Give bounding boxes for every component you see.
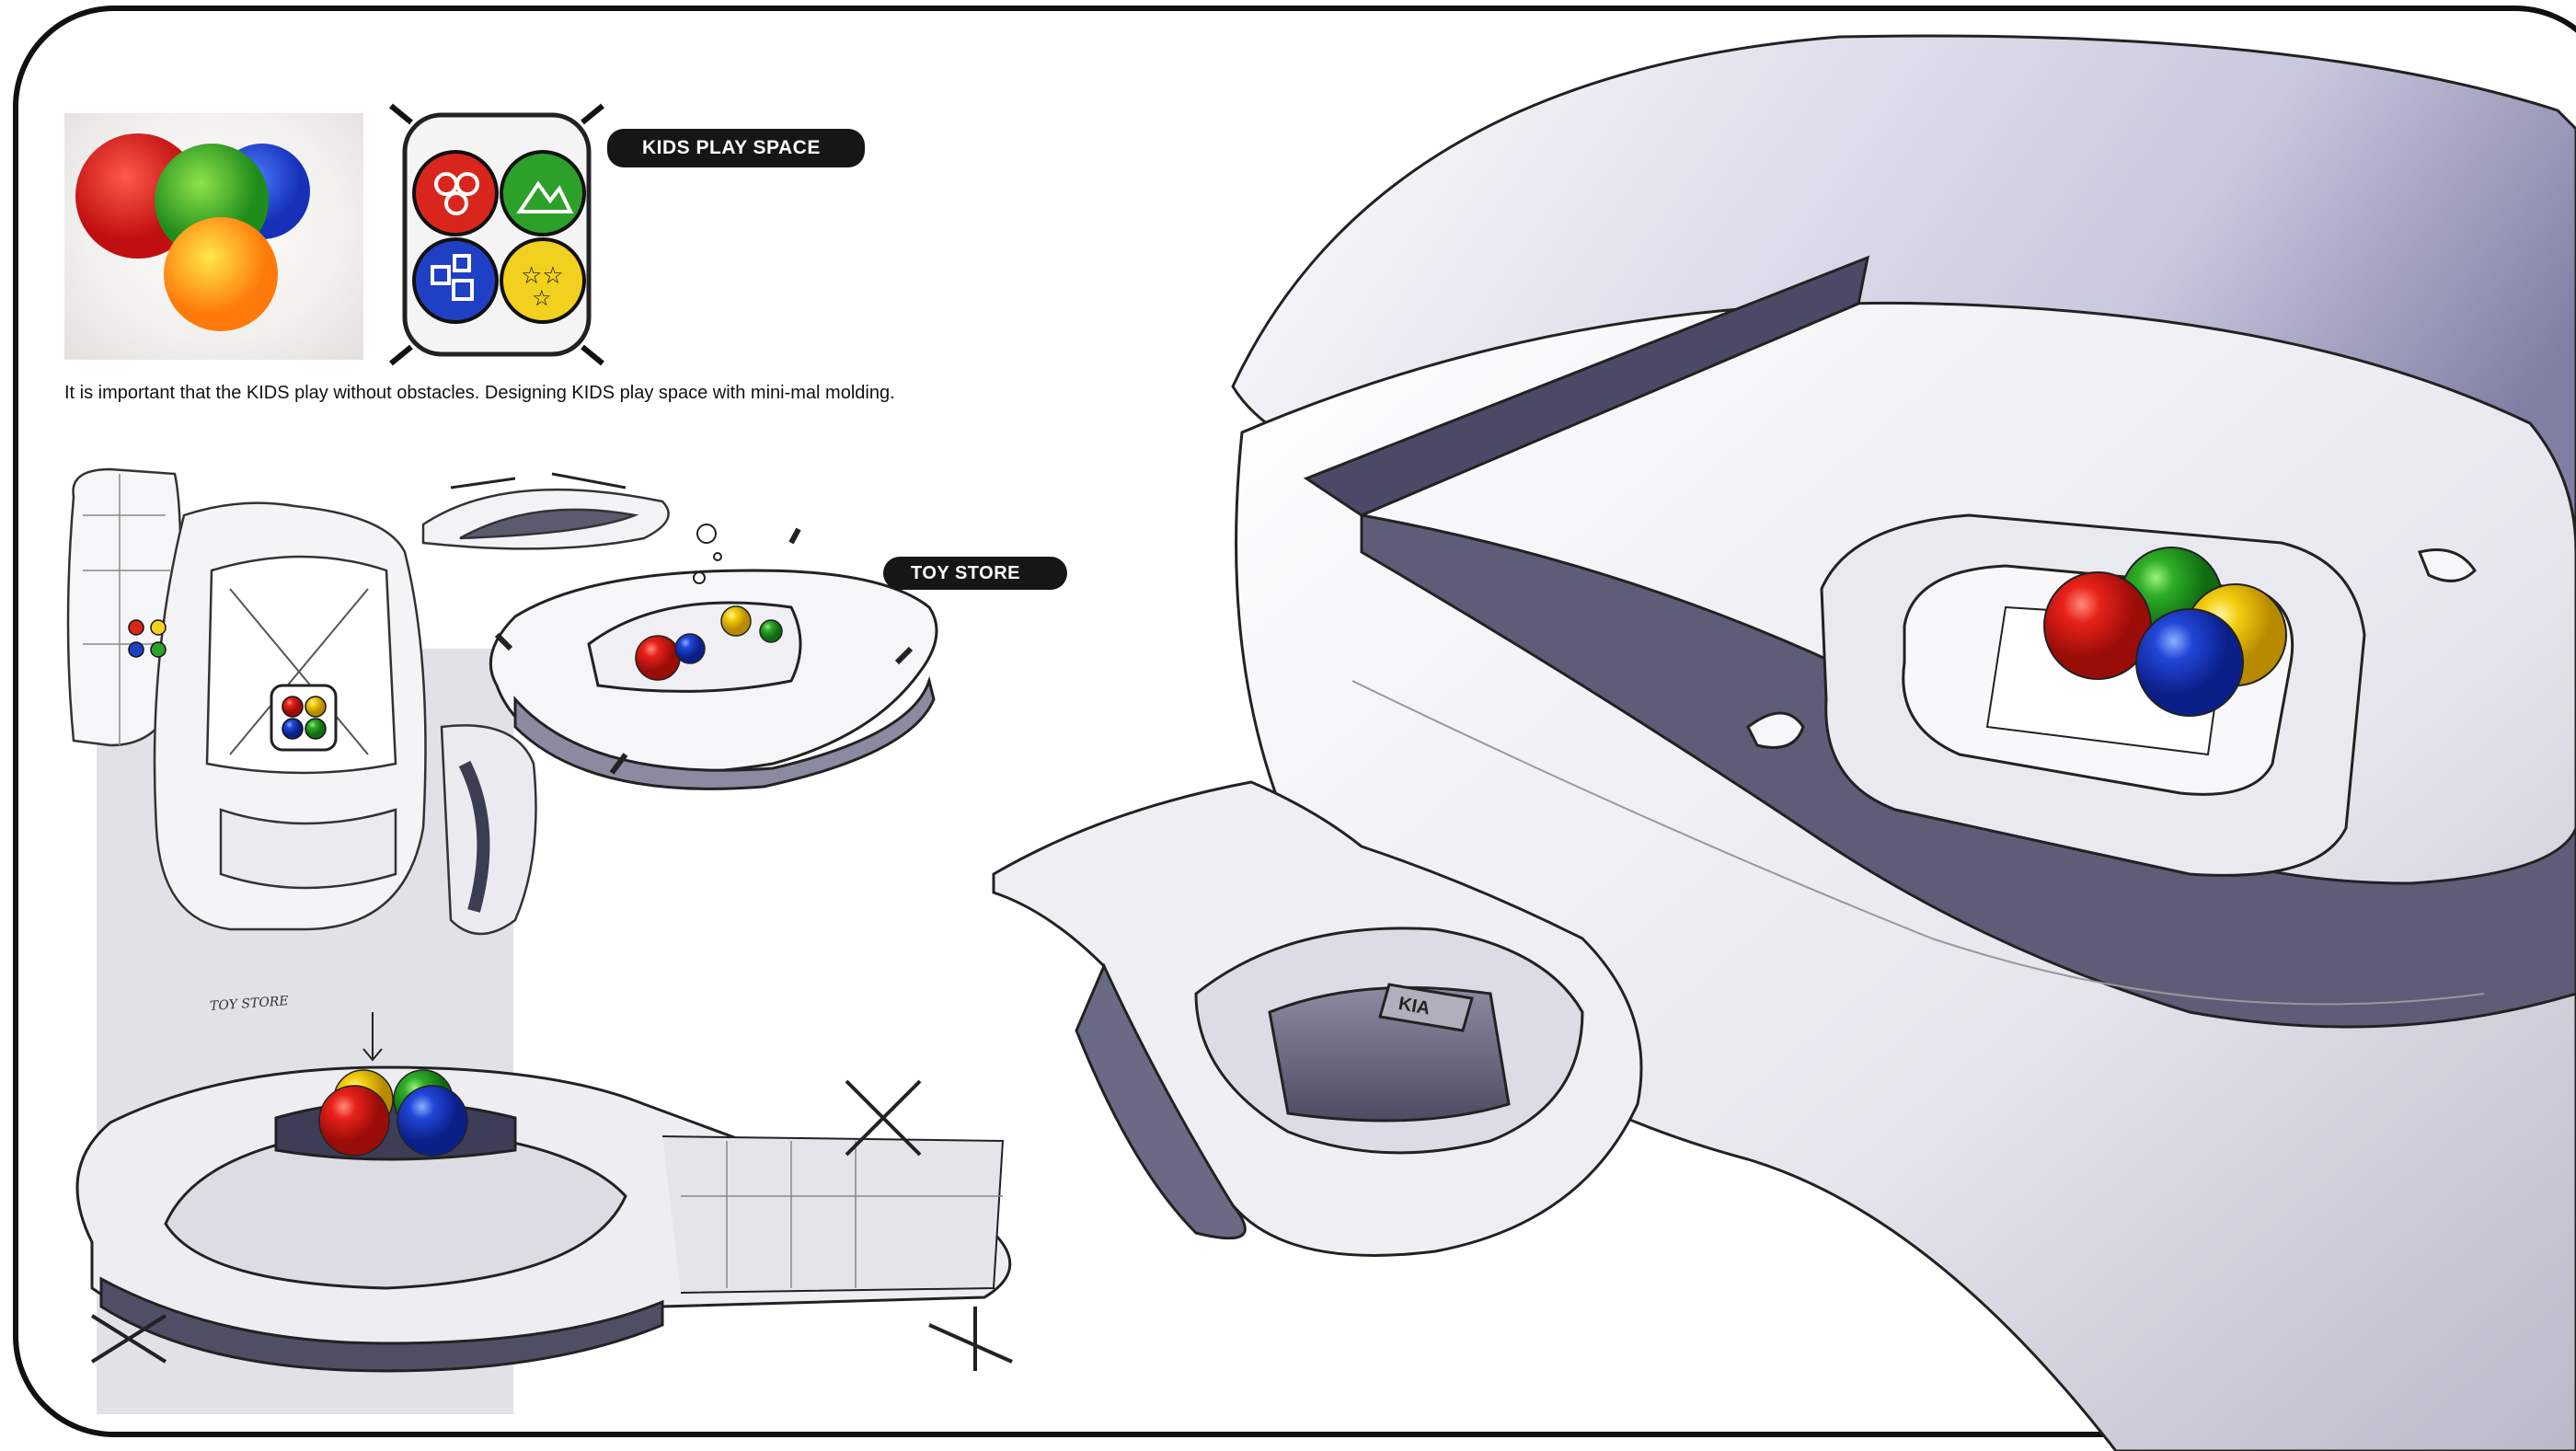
design-caption: It is important that the KIDS play witho…	[64, 383, 895, 403]
page-frame	[13, 6, 2576, 1437]
icon-board: ☆☆ ☆	[389, 103, 604, 366]
svg-text:☆☆: ☆☆	[521, 262, 564, 290]
fluffy-balls-photo	[64, 113, 363, 360]
toy-store-tray-sketch	[489, 524, 938, 790]
svg-text:☆: ☆	[532, 285, 552, 311]
toy-store-label: TOY STORE	[883, 557, 1067, 590]
lid-sketch	[421, 472, 670, 550]
kia-badge	[1378, 983, 1474, 1032]
stars-icon	[500, 237, 586, 324]
kids-play-space-label: KIDS PLAY SPACE	[607, 129, 865, 167]
main-console-sketch	[1231, 34, 2576, 1451]
perspective-tray-sketch	[75, 1012, 1013, 1373]
foldout-tray-sketch	[992, 780, 1643, 1257]
small-balls-top	[128, 619, 327, 740]
